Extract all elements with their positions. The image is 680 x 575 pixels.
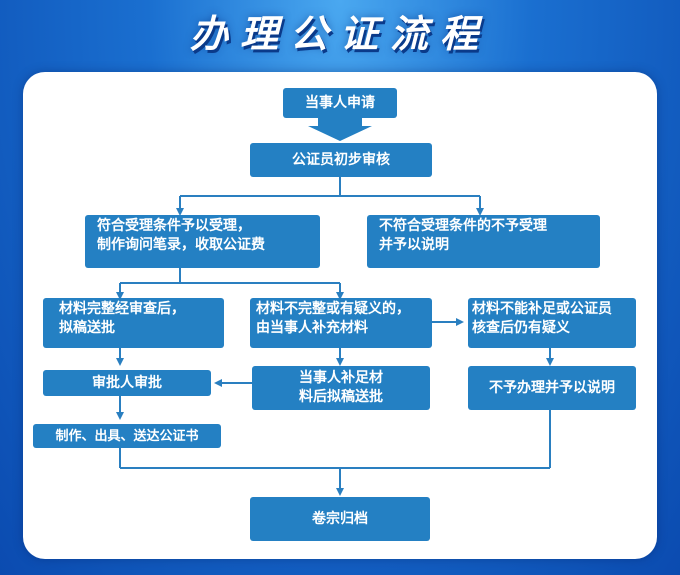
- node-incomplete-line2: 由当事人补充材料: [256, 320, 368, 336]
- node-cannot-line2: 核查后仍有疑义: [472, 320, 570, 336]
- node-refuse-label: 不予办理并予以说明: [489, 379, 615, 396]
- node-issue-label: 制作、出具、送达公证书: [55, 428, 199, 444]
- node-approver-label: 审批人审批: [92, 374, 162, 391]
- node-cannot: 材料不能补足或公证员 核查后仍有疑义: [468, 298, 636, 348]
- node-reject-line1: 不符合受理条件的不予受理: [379, 218, 547, 234]
- node-supplement: 当事人补足材 料后拟稿送批: [252, 366, 430, 410]
- node-reject-line2: 并予以说明: [379, 237, 449, 253]
- big-down-arrow: [308, 118, 372, 141]
- node-archive-label: 卷宗归档: [312, 510, 368, 527]
- node-cannot-line1: 材料不能补足或公证员: [472, 301, 612, 317]
- node-supplement-line2: 料后拟稿送批: [299, 389, 383, 405]
- node-approver: 审批人审批: [43, 370, 211, 396]
- node-archive: 卷宗归档: [250, 497, 430, 541]
- node-incomplete-line1: 材料不完整或有疑义的，: [256, 301, 410, 317]
- node-apply-label: 当事人申请: [305, 94, 375, 111]
- node-complete-line2: 拟稿送批: [59, 320, 115, 336]
- node-accept-line1: 符合受理条件予以受理，: [97, 218, 251, 234]
- node-issue: 制作、出具、送达公证书: [33, 424, 221, 448]
- node-initial-review: 公证员初步审核: [250, 143, 432, 177]
- node-apply: 当事人申请: [283, 88, 397, 118]
- node-reject: 不符合受理条件的不予受理 并予以说明: [367, 215, 600, 268]
- node-incomplete: 材料不完整或有疑义的， 由当事人补充材料: [250, 298, 432, 348]
- node-initial-review-label: 公证员初步审核: [292, 151, 390, 168]
- node-refuse: 不予办理并予以说明: [468, 366, 636, 410]
- node-complete-line1: 材料完整经审查后，: [59, 301, 185, 317]
- page-title: 办理公证流程: [189, 12, 490, 56]
- node-supplement-line1: 当事人补足材: [299, 370, 383, 386]
- node-accept: 符合受理条件予以受理， 制作询问笔录，收取公证费: [85, 215, 320, 268]
- node-accept-line2: 制作询问笔录，收取公证费: [97, 237, 265, 253]
- node-complete: 材料完整经审查后， 拟稿送批: [43, 298, 224, 348]
